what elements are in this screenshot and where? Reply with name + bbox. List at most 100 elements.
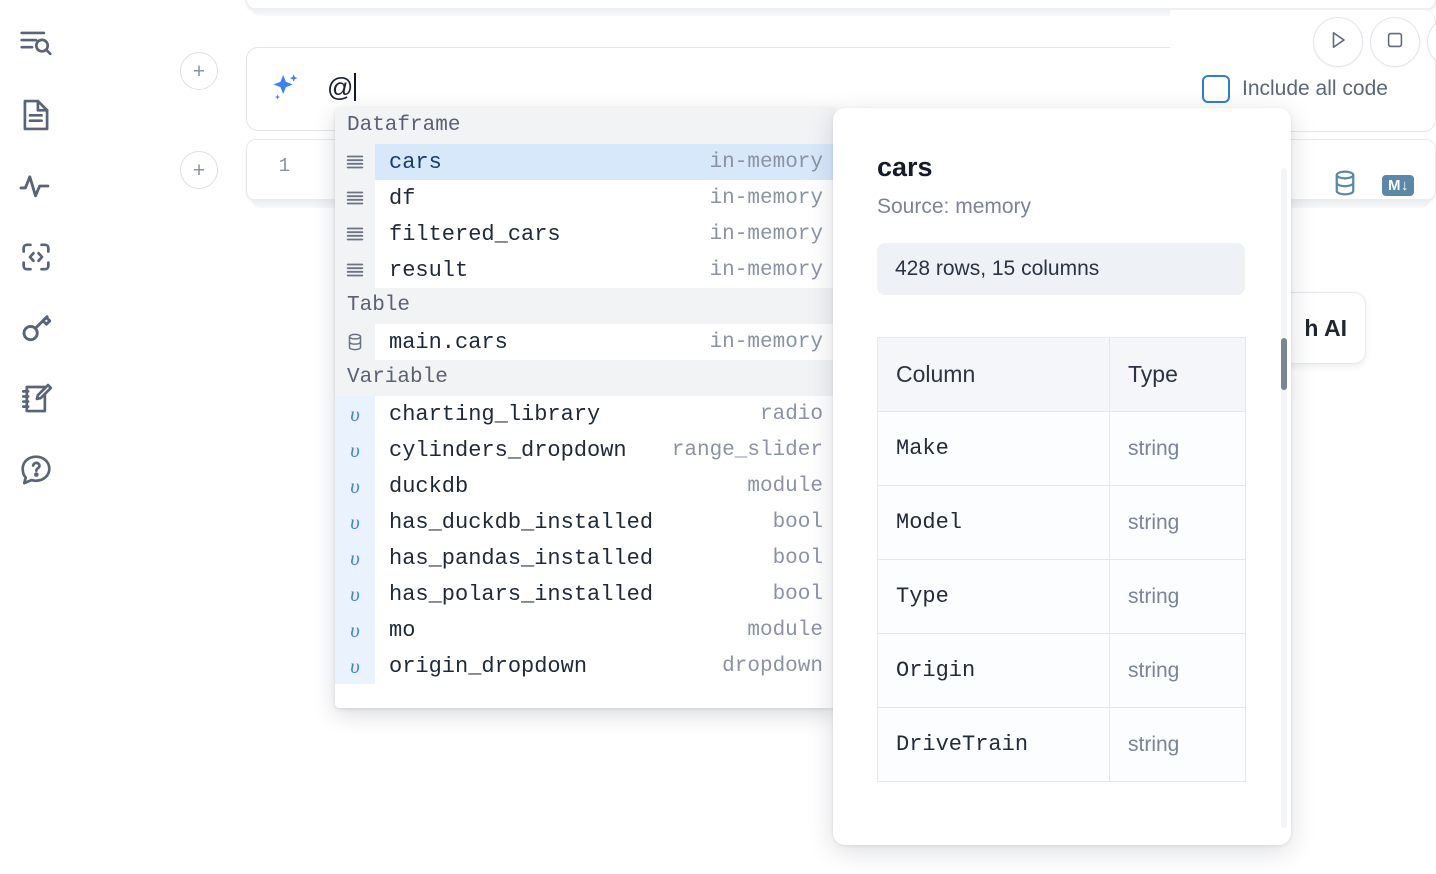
ai-prompt-input[interactable]: @ xyxy=(327,70,357,104)
stop-button[interactable] xyxy=(1370,17,1420,67)
column-name-cell: Model xyxy=(877,485,1110,560)
dataframe-icon xyxy=(335,252,375,288)
code-brackets-icon xyxy=(17,238,55,276)
autocomplete-item-name: main.cars xyxy=(389,329,508,355)
autocomplete-item[interactable]: main.cars in-memory xyxy=(335,324,835,360)
text-caret xyxy=(354,73,357,101)
autocomplete-item-type: bool xyxy=(772,582,823,606)
plus-icon: + xyxy=(192,158,206,182)
dataframe-icon xyxy=(335,144,375,180)
autocomplete-item[interactable]: υ origin_dropdown dropdown xyxy=(335,648,835,684)
autocomplete-item-name: has_duckdb_installed xyxy=(389,509,654,535)
dataframe-detail-panel: cars Source: memory 428 rows, 15 columns… xyxy=(833,108,1291,845)
sidebar-item-scratchpad[interactable] xyxy=(13,373,59,425)
detail-scrollbar-thumb[interactable] xyxy=(1281,338,1287,390)
activity-icon xyxy=(17,167,55,205)
detail-scrollbar-track[interactable] xyxy=(1281,168,1287,828)
sidebar-item-file[interactable] xyxy=(13,89,59,141)
cell-icon-group: M↓ xyxy=(1330,168,1414,203)
include-all-code-checkbox[interactable] xyxy=(1202,75,1230,103)
column-name-cell: DriveTrain xyxy=(877,707,1110,782)
sidebar-item-explore[interactable] xyxy=(13,18,59,70)
autocomplete-item-type: bool xyxy=(772,510,823,534)
square-stop-icon xyxy=(1384,29,1406,56)
explore-icon xyxy=(17,25,55,63)
autocomplete-item-type: dropdown xyxy=(722,654,823,678)
variable-icon: υ xyxy=(335,576,375,612)
sidebar-item-snippets[interactable] xyxy=(13,231,59,283)
autocomplete-item-body: mo module xyxy=(375,612,835,648)
autocomplete-item-name: origin_dropdown xyxy=(389,653,588,679)
autocomplete-item-name: mo xyxy=(389,617,416,643)
autocomplete-item[interactable]: υ has_polars_installed bool xyxy=(335,576,835,612)
column-type-cell: string xyxy=(1109,411,1246,486)
autocomplete-item[interactable]: filtered_cars in-memory xyxy=(335,216,835,252)
run-button[interactable] xyxy=(1313,17,1363,67)
detail-source: Source: memory xyxy=(877,195,1032,218)
line-number: 1 xyxy=(278,155,290,177)
variable-icon: υ xyxy=(335,648,375,684)
autocomplete-item-body: main.cars in-memory xyxy=(375,324,835,360)
dataframe-icon xyxy=(335,180,375,216)
notebook-pencil-icon xyxy=(17,380,55,418)
column-header-column: Column xyxy=(877,337,1110,412)
table-header-row: Column Type xyxy=(877,337,1246,412)
column-type-cell: string xyxy=(1109,559,1246,634)
sidebar xyxy=(0,0,72,874)
cell-above-shadow xyxy=(252,8,1430,16)
autocomplete-item-body: result in-memory xyxy=(375,252,835,288)
add-cell-button-bottom[interactable]: + xyxy=(180,151,218,189)
autocomplete-section-header: Variable xyxy=(335,360,835,396)
autocomplete-item-name: filtered_cars xyxy=(389,221,561,247)
autocomplete-item-name: result xyxy=(389,257,469,283)
autocomplete-item[interactable]: result in-memory xyxy=(335,252,835,288)
ai-prompt-value: @ xyxy=(327,71,354,102)
sidebar-item-activity[interactable] xyxy=(13,160,59,212)
autocomplete-item-type: module xyxy=(747,618,823,642)
variable-icon: υ xyxy=(335,612,375,648)
autocomplete-item-name: has_polars_installed xyxy=(389,581,654,607)
add-cell-button-top[interactable]: + xyxy=(180,52,218,90)
database-icon xyxy=(335,324,375,360)
plus-icon: + xyxy=(192,59,206,83)
autocomplete-item-type: in-memory xyxy=(709,258,823,282)
markdown-badge[interactable]: M↓ xyxy=(1382,175,1414,196)
variable-icon: υ xyxy=(335,540,375,576)
autocomplete-item-name: has_pandas_installed xyxy=(389,545,654,571)
autocomplete-item-body: has_polars_installed bool xyxy=(375,576,835,612)
autocomplete-item[interactable]: υ has_duckdb_installed bool xyxy=(335,504,835,540)
autocomplete-item-name: df xyxy=(389,185,416,211)
sparkles-icon xyxy=(269,70,303,104)
autocomplete-item-name: cars xyxy=(389,149,442,175)
database-icon[interactable] xyxy=(1330,168,1360,203)
autocomplete-item-body: origin_dropdown dropdown xyxy=(375,648,835,684)
autocomplete-item-type: in-memory xyxy=(709,222,823,246)
autocomplete-item-name: cylinders_dropdown xyxy=(389,437,627,463)
include-all-code-toggle[interactable]: Include all code xyxy=(1202,75,1388,103)
autocomplete-section-header: Table xyxy=(335,288,835,324)
sidebar-item-help[interactable] xyxy=(13,444,59,496)
sidebar-item-secrets[interactable] xyxy=(13,302,59,354)
variable-icon: υ xyxy=(335,504,375,540)
autocomplete-item-type: in-memory xyxy=(709,330,823,354)
ai-suggestion-card-label: h AI xyxy=(1304,314,1347,341)
include-all-code-label: Include all code xyxy=(1242,77,1388,100)
autocomplete-item-type: module xyxy=(747,474,823,498)
